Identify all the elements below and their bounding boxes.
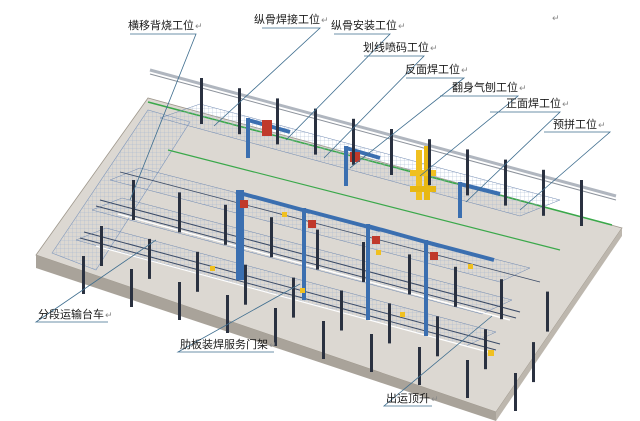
steel-column-30 <box>484 329 487 370</box>
label-text: 预拼工位 <box>553 118 597 131</box>
steel-column-7 <box>428 139 431 186</box>
steel-column-28 <box>388 303 391 344</box>
steel-column-14 <box>224 204 227 245</box>
leader-l1 <box>129 33 197 201</box>
paragraph-mark: ↵ <box>195 22 203 32</box>
leader-l10 <box>176 283 301 353</box>
steel-column-38 <box>370 334 373 372</box>
steel-column-19 <box>454 266 457 307</box>
label-text: 分段运输台车 <box>38 308 104 321</box>
steel-column-21 <box>546 291 549 332</box>
steel-column-33 <box>130 269 133 307</box>
steel-column-18 <box>408 254 411 295</box>
steel-column-29 <box>436 316 439 357</box>
paragraph-mark: ↵ <box>431 395 439 405</box>
label-back-weld-station: 反面焊工位↵ <box>405 63 469 78</box>
label-lateral-back-burn-station: 横移背烧工位↵ <box>128 19 203 34</box>
gantry-4 <box>424 240 495 336</box>
steel-column-35 <box>226 295 229 333</box>
paragraph-mark: ↵ <box>519 84 527 94</box>
steel-column-1 <box>200 78 203 124</box>
label-flip-gouging-station: 翻身气刨工位↵ <box>452 81 527 96</box>
label-text: 划线喷码工位 <box>363 41 429 54</box>
steel-column-34 <box>178 282 181 320</box>
steel-column-17 <box>362 242 365 282</box>
label-text: 正面焊工位 <box>506 97 561 110</box>
steel-column-13 <box>178 192 181 233</box>
paragraph-mark: ↵ <box>398 22 406 32</box>
label-text: 翻身气刨工位 <box>452 81 518 94</box>
steel-column-16 <box>316 229 319 270</box>
leader-l9 <box>34 239 157 323</box>
leader-l5 <box>349 77 466 169</box>
steel-column-37 <box>322 321 325 359</box>
label-text: 横移背烧工位 <box>128 19 194 32</box>
leader-l7 <box>465 111 561 203</box>
steel-column-23 <box>148 238 151 279</box>
paragraph-mark-corner: ↵ <box>552 14 560 24</box>
steel-column-5 <box>352 118 355 165</box>
leader-l6 <box>419 95 520 177</box>
paragraph-mark: ↵ <box>269 341 277 351</box>
steel-column-12 <box>132 180 135 220</box>
steel-column-39 <box>418 347 421 385</box>
steel-column-10 <box>542 169 545 216</box>
paragraph-mark: ↵ <box>562 100 570 110</box>
label-marking-spray-station: 划线喷码工位↵ <box>363 41 438 56</box>
steel-column-22 <box>100 226 103 266</box>
leader-lines <box>34 27 612 407</box>
steel-columns <box>82 78 583 411</box>
label-text: 纵骨安装工位 <box>331 19 397 32</box>
label-longitudinal-install-station: 纵骨安装工位↵ <box>331 19 406 34</box>
steel-column-24 <box>196 251 199 292</box>
leader-l3 <box>285 33 391 141</box>
floor-right-edge <box>496 228 622 421</box>
steel-column-11 <box>580 180 583 226</box>
steel-column-8 <box>466 149 469 196</box>
steel-column-4 <box>314 108 317 155</box>
gantry-1 <box>235 190 311 280</box>
label-block-transport-trolley: 分段运输台车↵ <box>38 308 113 323</box>
leader-l8 <box>519 131 612 211</box>
label-text: 肋板装焊服务门架 <box>180 338 268 351</box>
floor-front-edge <box>36 255 496 421</box>
paragraph-mark: ↵ <box>321 16 329 26</box>
gantry-back-2 <box>344 146 381 186</box>
steel-column-27 <box>340 290 343 331</box>
overhead-crane-beam <box>149 68 617 201</box>
label-front-weld-station: 正面焊工位↵ <box>506 97 570 112</box>
label-floor-welding-gantry: 肋板装焊服务门架↵ <box>180 338 277 353</box>
paragraph-mark: ↵ <box>105 311 113 321</box>
label-pre-assembly-station: 预拼工位↵ <box>553 118 606 133</box>
steel-column-32 <box>82 256 85 294</box>
leader-l2 <box>213 27 322 127</box>
label-shipping-lift: 出运顶升↵ <box>386 392 439 407</box>
steel-column-36 <box>274 308 277 346</box>
yellow-markers <box>210 212 494 356</box>
paragraph-mark: ↵ <box>461 66 469 76</box>
label-text: 出运顶升 <box>386 392 430 405</box>
steel-column-41 <box>514 373 517 411</box>
label-text: 反面焊工位 <box>405 63 460 76</box>
steel-column-31 <box>532 342 535 383</box>
steel-column-9 <box>504 159 507 206</box>
steel-column-40 <box>466 360 469 398</box>
paragraph-mark: ↵ <box>430 44 438 54</box>
steel-column-3 <box>276 98 279 145</box>
label-text: 纵骨焊接工位 <box>254 13 320 26</box>
steel-column-25 <box>244 264 247 305</box>
label-longitudinal-welding-station: 纵骨焊接工位↵ <box>254 13 329 28</box>
steel-column-26 <box>292 277 295 318</box>
steel-column-6 <box>390 129 393 175</box>
paragraph-mark: ↵ <box>598 121 606 131</box>
leader-l4 <box>323 55 425 159</box>
flip-station-yellow <box>410 146 436 200</box>
steel-column-2 <box>238 88 241 135</box>
leader-l11 <box>382 315 493 407</box>
steel-column-15 <box>270 217 273 258</box>
steel-column-20 <box>500 279 503 320</box>
